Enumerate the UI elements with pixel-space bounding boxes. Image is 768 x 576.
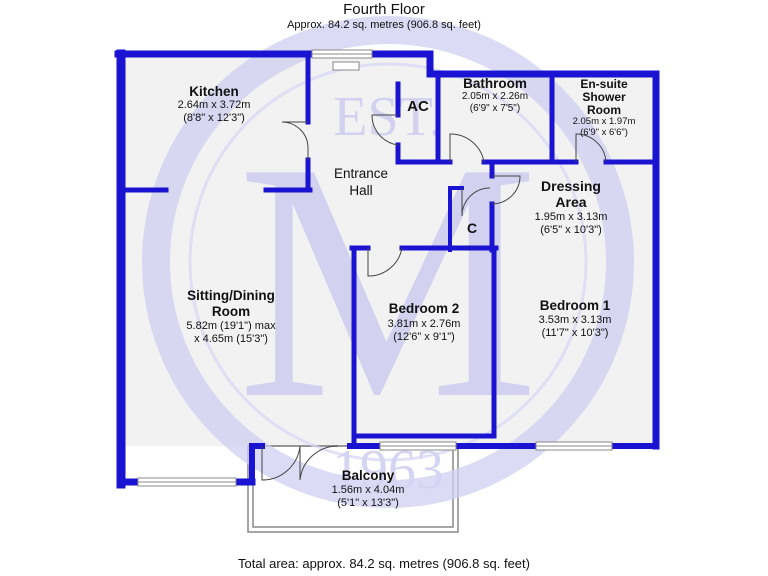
bedroom1-dim-ft: (11'7" x 10'3") bbox=[541, 327, 609, 339]
entrance-name-1: Entrance bbox=[333, 166, 389, 181]
door-swings bbox=[261, 114, 607, 481]
sitting-name-1: Sitting/Dining bbox=[187, 288, 275, 303]
bedroom2-name: Bedroom 2 bbox=[388, 301, 460, 316]
sitting-dim-2: x 4.65m (15'3") bbox=[194, 333, 268, 345]
bathroom-dim-ft: (6'9" x 7'5") bbox=[469, 103, 521, 114]
sitting-name-2: Room bbox=[211, 304, 251, 319]
balcony-dim-ft: (5'1" x 13'3") bbox=[337, 497, 399, 509]
balcony-dim-m: 1.56m x 4.04m bbox=[331, 484, 405, 496]
svg-text:M: M bbox=[237, 92, 539, 469]
entrance-name-2: Hall bbox=[349, 183, 373, 198]
svg-text:EST.: EST. bbox=[333, 86, 442, 148]
windows bbox=[137, 49, 613, 487]
dressing-dim-m: 1.95m x 3.13m bbox=[534, 211, 608, 223]
ensuite-dim-m: 2.05m x 1.97m bbox=[572, 116, 636, 127]
kitchen-name: Kitchen bbox=[189, 84, 239, 99]
balcony-name: Balcony bbox=[341, 468, 395, 483]
kitchen-dim-ft: (8'8" x 12'3") bbox=[183, 112, 245, 124]
total-area-footer: Total area: approx. 84.2 sq. metres (906… bbox=[238, 556, 530, 571]
page-subtitle: Approx. 84.2 sq. metres (906.8 sq. feet) bbox=[287, 19, 481, 31]
bathroom-name: Bathroom bbox=[463, 76, 527, 91]
floor-area bbox=[118, 52, 658, 446]
ensuite-name-3: Room bbox=[587, 103, 621, 117]
ensuite-name-1: En-suite bbox=[580, 77, 628, 91]
ac-label: AC bbox=[407, 98, 429, 115]
page-title: Fourth Floor bbox=[343, 1, 425, 18]
dressing-name-1: Dressing bbox=[541, 178, 601, 194]
bedroom1-name: Bedroom 1 bbox=[539, 298, 611, 313]
watermark-logo: M EST. 1963 bbox=[142, 16, 634, 508]
bedroom1-dim-m: 3.53m x 3.13m bbox=[538, 314, 612, 326]
ensuite-dim-ft: (6'9" x 6'6") bbox=[580, 127, 628, 138]
dressing-name-2: Area bbox=[555, 194, 587, 210]
bedroom2-dim-m: 3.81m x 2.76m bbox=[387, 318, 461, 330]
cupboard-label: C bbox=[466, 220, 478, 236]
sitting-dim-1: 5.82m (19'1") max bbox=[186, 320, 276, 332]
walls bbox=[114, 49, 660, 489]
ensuite-name-2: Shower bbox=[582, 90, 626, 104]
kitchen-dim-m: 2.64m x 3.72m bbox=[177, 99, 251, 111]
dressing-dim-ft: (6'5" x 10'3") bbox=[540, 224, 602, 236]
bathroom-dim-m: 2.05m x 2.26m bbox=[461, 91, 529, 102]
bedroom2-dim-ft: (12'6" x 9'1") bbox=[393, 331, 455, 343]
